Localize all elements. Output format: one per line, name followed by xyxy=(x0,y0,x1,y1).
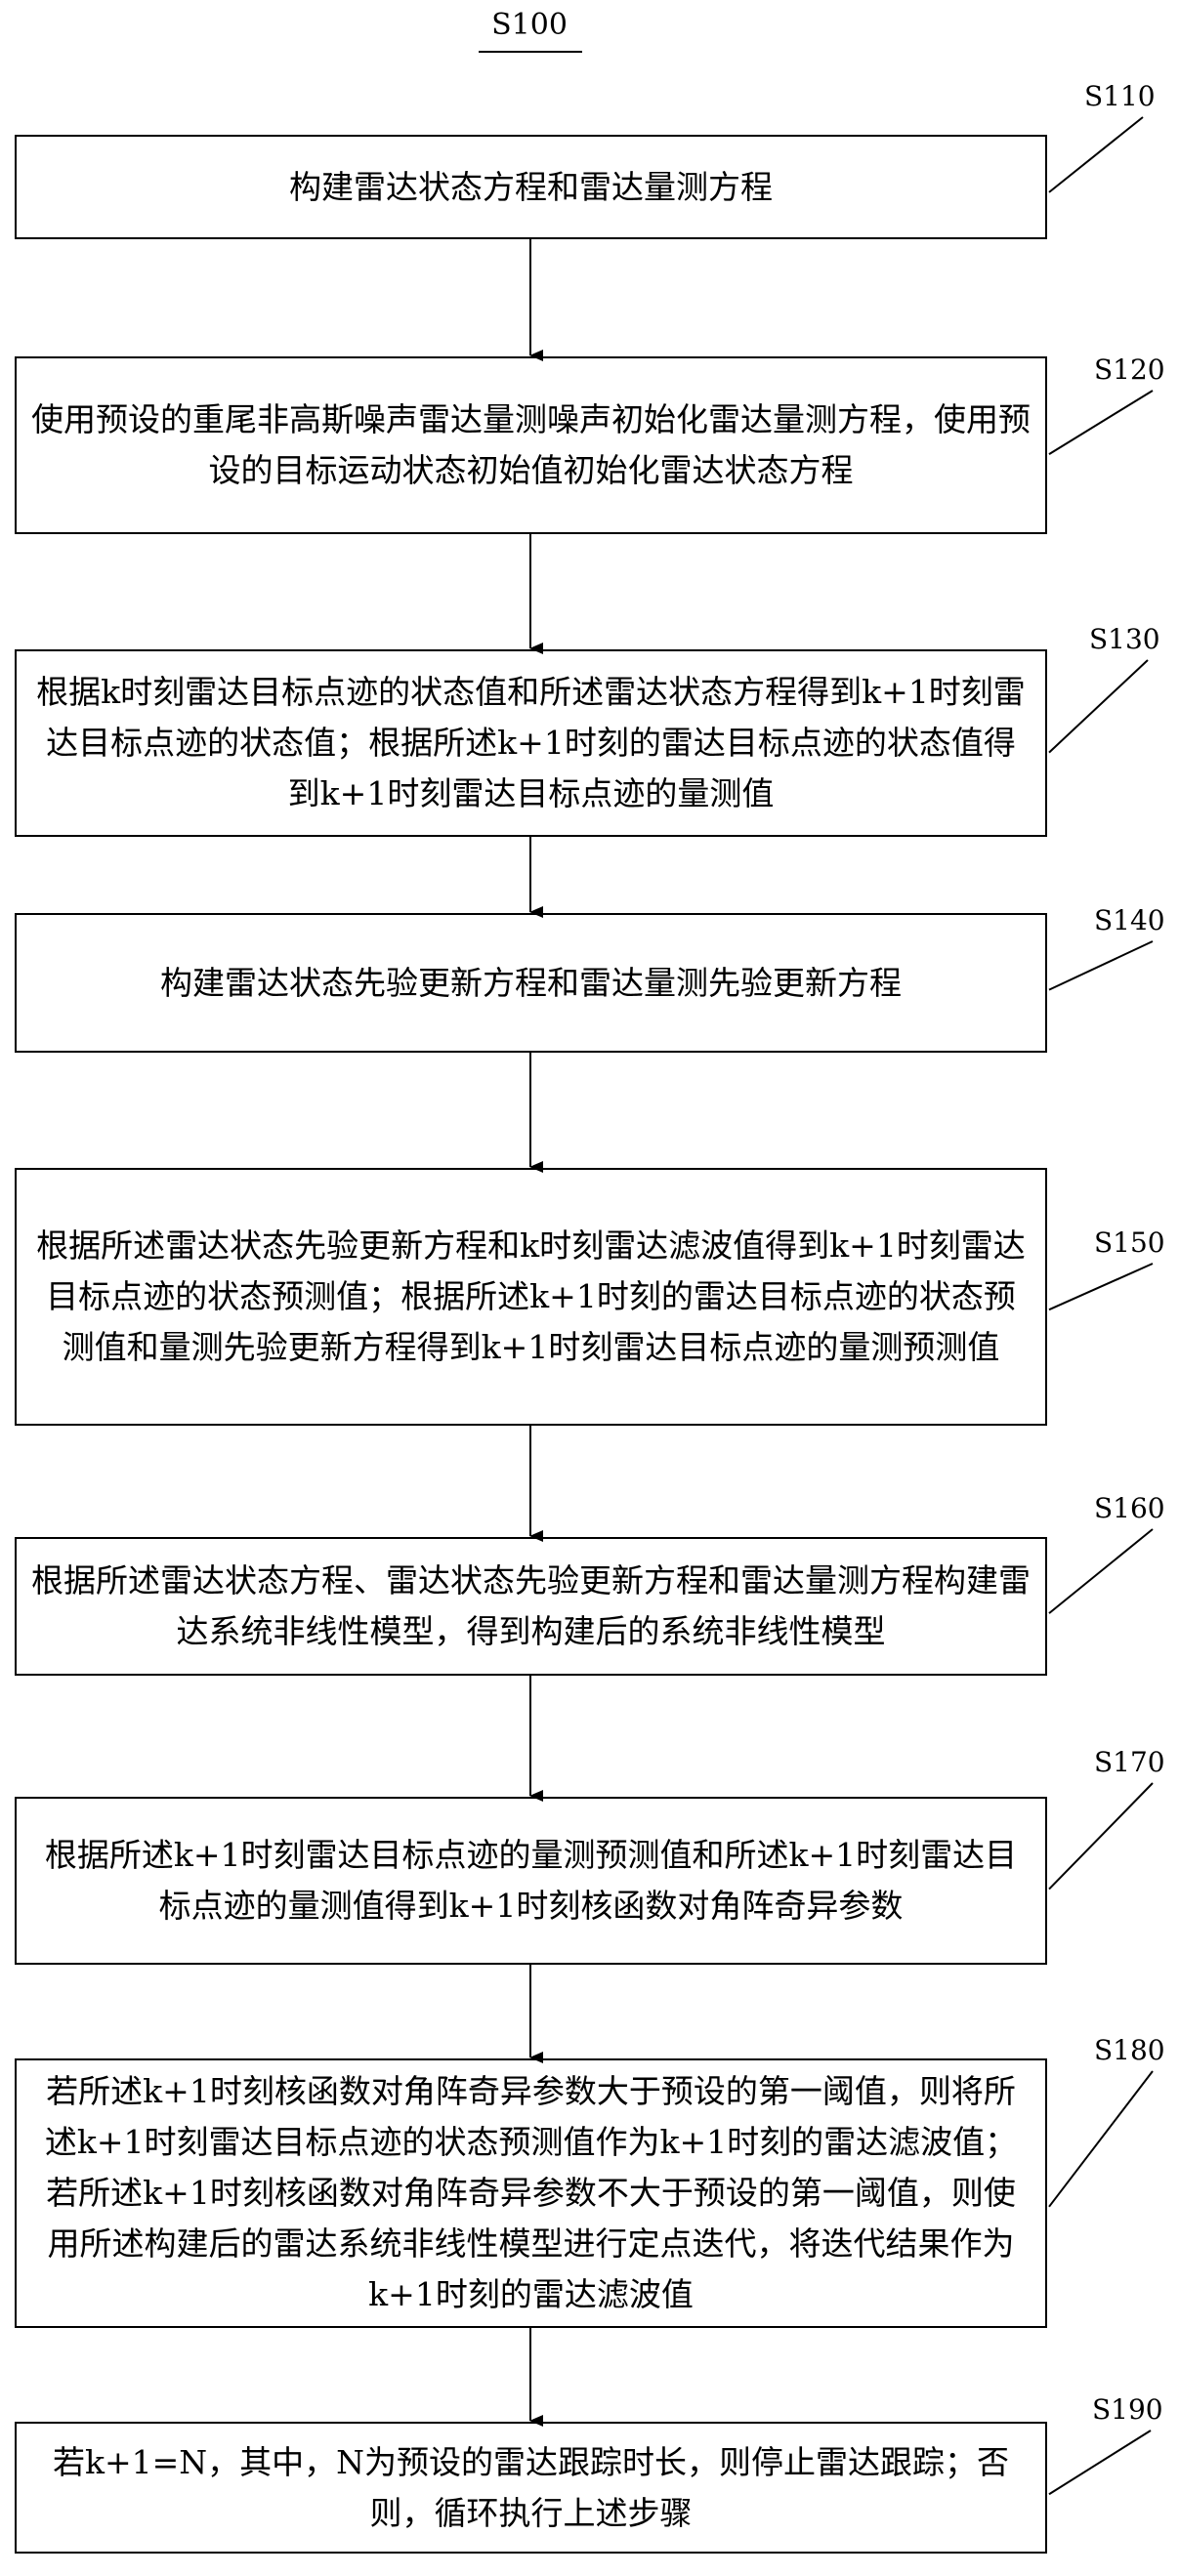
diagram-title: S100 xyxy=(491,8,568,42)
step-label-s150: S150 xyxy=(1094,1226,1165,1259)
step-text-s150: 根据所述雷达状态先验更新方程和k时刻雷达滤波值得到k+1时刻雷达目标点迹的状态预… xyxy=(36,1226,1026,1366)
step-label-s120: S120 xyxy=(1094,353,1165,386)
step-box-s180: 若所述k+1时刻核函数对角阵奇异参数大于预设的第一阈值，则将所述k+1时刻雷达目… xyxy=(15,2058,1047,2328)
step-text-s190: 若k+1=N，其中，N为预设的雷达跟踪时长，则停止雷达跟踪；否则，循环执行上述步… xyxy=(52,2442,1010,2532)
step-label-s110: S110 xyxy=(1084,80,1156,112)
leader-line-s110 xyxy=(1048,116,1144,193)
step-box-s130: 根据k时刻雷达目标点迹的状态值和所述雷达状态方程得到k+1时刻雷达目标点迹的状态… xyxy=(15,649,1047,837)
step-label-s130: S130 xyxy=(1089,623,1160,655)
step-label-s170: S170 xyxy=(1094,1746,1165,1778)
step-box-s190: 若k+1=N，其中，N为预设的雷达跟踪时长，则停止雷达跟踪；否则，循环执行上述步… xyxy=(15,2422,1047,2554)
step-label-s160: S160 xyxy=(1094,1492,1165,1524)
leader-line-s180 xyxy=(1048,2070,1154,2208)
leader-line-s170 xyxy=(1048,1782,1154,1890)
leader-line-s120 xyxy=(1048,390,1154,455)
step-label-s190: S190 xyxy=(1092,2393,1163,2426)
title-underline xyxy=(479,51,582,53)
step-text-s160: 根据所述雷达状态方程、雷达状态先验更新方程和雷达量测方程构建雷达系统非线性模型，… xyxy=(31,1561,1031,1650)
leader-line-s160 xyxy=(1048,1528,1154,1614)
step-text-s120: 使用预设的重尾非高斯噪声雷达量测噪声初始化雷达量测方程，使用预设的目标运动状态初… xyxy=(31,400,1031,489)
leader-line-s130 xyxy=(1048,659,1149,754)
step-box-s160: 根据所述雷达状态方程、雷达状态先验更新方程和雷达量测方程构建雷达系统非线性模型，… xyxy=(15,1537,1047,1676)
step-label-s140: S140 xyxy=(1094,904,1165,936)
leader-line-s150 xyxy=(1048,1263,1154,1311)
step-text-s180: 若所述k+1时刻核函数对角阵奇异参数大于预设的第一阈值，则将所述k+1时刻雷达目… xyxy=(44,2072,1018,2313)
leader-line-s140 xyxy=(1048,940,1154,991)
step-box-s150: 根据所述雷达状态先验更新方程和k时刻雷达滤波值得到k+1时刻雷达目标点迹的状态预… xyxy=(15,1168,1047,1426)
step-box-s170: 根据所述k+1时刻雷达目标点迹的量测预测值和所述k+1时刻雷达目标点迹的量测值得… xyxy=(15,1797,1047,1965)
step-text-s170: 根据所述k+1时刻雷达目标点迹的量测预测值和所述k+1时刻雷达目标点迹的量测值得… xyxy=(44,1836,1018,1925)
step-box-s120: 使用预设的重尾非高斯噪声雷达量测噪声初始化雷达量测方程，使用预设的目标运动状态初… xyxy=(15,356,1047,534)
step-box-s110: 构建雷达状态方程和雷达量测方程 xyxy=(15,135,1047,239)
step-text-s110: 构建雷达状态方程和雷达量测方程 xyxy=(289,167,773,206)
step-label-s180: S180 xyxy=(1094,2034,1165,2066)
step-box-s140: 构建雷达状态先验更新方程和雷达量测先验更新方程 xyxy=(15,913,1047,1053)
leader-line-s190 xyxy=(1048,2430,1152,2496)
step-text-s130: 根据k时刻雷达目标点迹的状态值和所述雷达状态方程得到k+1时刻雷达目标点迹的状态… xyxy=(36,673,1026,812)
step-text-s140: 构建雷达状态先验更新方程和雷达量测先验更新方程 xyxy=(160,963,902,1002)
